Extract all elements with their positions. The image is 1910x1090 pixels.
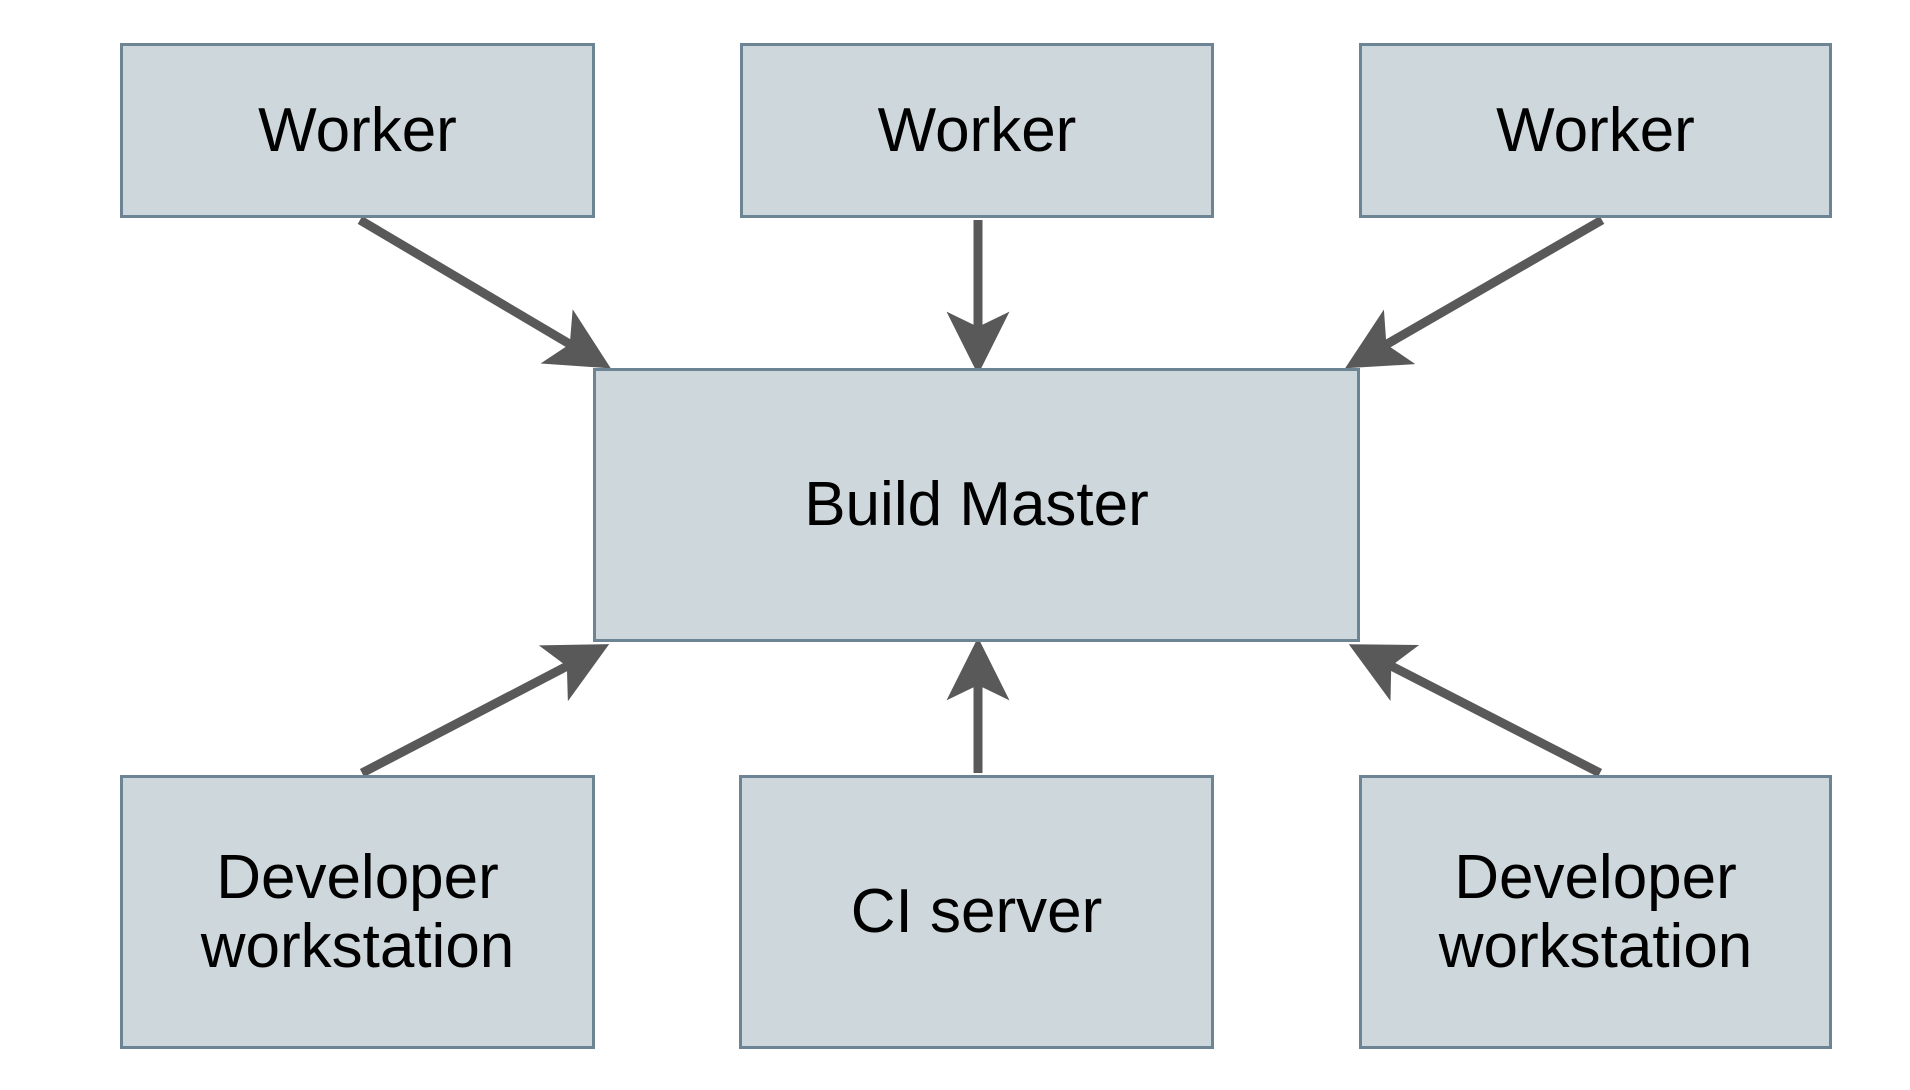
node-worker-3-label: Worker bbox=[1496, 95, 1695, 165]
node-worker-1[interactable]: Worker bbox=[120, 43, 595, 218]
edge-dev-ws-right-to-master bbox=[1348, 644, 1603, 778]
edge-dev-ws-left-to-master bbox=[359, 644, 610, 777]
node-ci-server[interactable]: CI server bbox=[739, 775, 1214, 1049]
node-developer-workstation-right-label: Developer workstation bbox=[1438, 842, 1753, 981]
node-worker-1-label: Worker bbox=[258, 95, 457, 165]
node-worker-3[interactable]: Worker bbox=[1359, 43, 1832, 218]
node-build-master-label: Build Master bbox=[804, 470, 1149, 540]
node-developer-workstation-left-label: Developer workstation bbox=[200, 842, 515, 981]
node-build-master[interactable]: Build Master bbox=[593, 368, 1360, 642]
node-worker-2-label: Worker bbox=[877, 95, 1077, 165]
node-worker-2[interactable]: Worker bbox=[740, 43, 1214, 218]
edge-worker-1-to-master bbox=[357, 216, 611, 369]
node-developer-workstation-right[interactable]: Developer workstation bbox=[1359, 775, 1832, 1049]
edge-worker-3-to-master bbox=[1345, 216, 1605, 369]
node-developer-workstation-left[interactable]: Developer workstation bbox=[120, 775, 595, 1049]
node-ci-server-label: CI server bbox=[850, 877, 1103, 947]
